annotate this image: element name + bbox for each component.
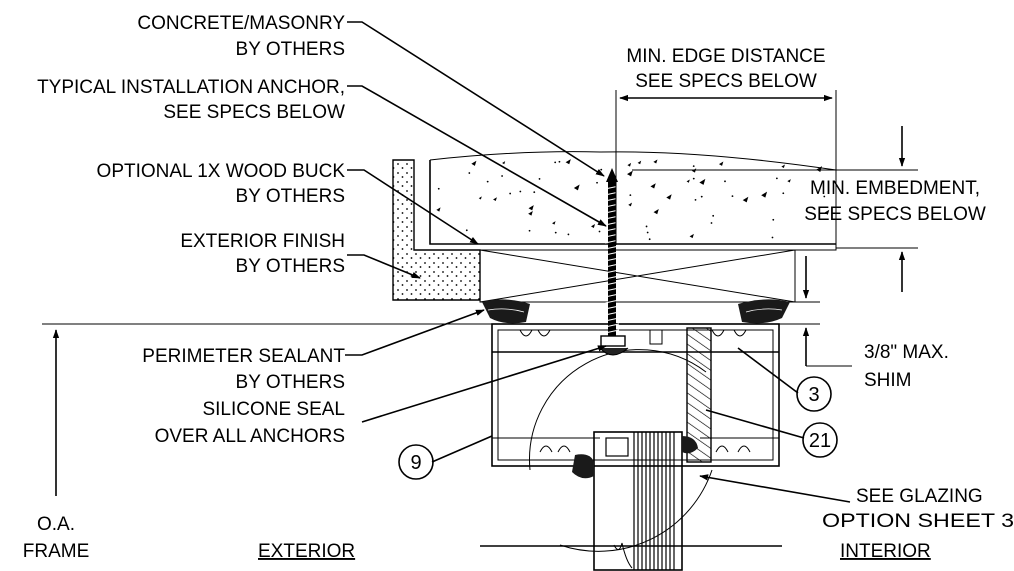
concrete-masonry: [413, 151, 837, 251]
label-silicone-line1: SILICONE SEAL: [202, 399, 345, 420]
label-interior: INTERIOR: [840, 541, 931, 562]
callout-9-number: 9: [410, 452, 421, 474]
callout-3-number: 3: [808, 384, 819, 406]
anchor-screw: [599, 168, 629, 356]
label-buck-line1: OPTIONAL 1X WOOD BUCK: [97, 161, 346, 182]
callout-3: 3: [796, 376, 832, 412]
label-silicone-line2: OVER ALL ANCHORS: [155, 426, 345, 447]
leader-lines: [345, 21, 851, 503]
label-anchor-line2: SEE SPECS BELOW: [163, 102, 345, 123]
embedment-dimension: [632, 126, 918, 292]
label-shim-line2: SHIM: [864, 370, 912, 391]
label-embed-line2: SEE SPECS BELOW: [804, 204, 986, 225]
label-edge-line2: SEE SPECS BELOW: [635, 71, 817, 92]
callout-21: 21: [802, 422, 838, 458]
oa-frame-dimension: [42, 323, 492, 496]
label-sealant-line1: PERIMETER SEALANT: [142, 346, 345, 367]
shim-dimension: [779, 256, 852, 367]
perimeter-sealant: [482, 299, 790, 324]
label-embed-line1: MIN. EMBEDMENT,: [810, 178, 980, 199]
label-exterior: EXTERIOR: [258, 541, 355, 562]
label-oa-line2: FRAME: [23, 541, 90, 562]
label-anchor-line1: TYPICAL INSTALLATION ANCHOR,: [37, 77, 345, 98]
label-glazing-line2: OPTION SHEET 3: [822, 511, 1014, 532]
label-glazing-line1: SEE GLAZING: [856, 486, 983, 507]
label-finish-line2: BY OTHERS: [236, 256, 345, 277]
label-buck-line2: BY OTHERS: [236, 186, 345, 207]
wood-buck: [479, 249, 796, 303]
label-oa-line1: O.A.: [37, 514, 75, 535]
label-concrete-line2: BY OTHERS: [236, 39, 345, 60]
label-sealant-line2: BY OTHERS: [236, 372, 345, 393]
callout-9: 9: [398, 444, 434, 480]
label-edge-line1: MIN. EDGE DISTANCE: [626, 46, 825, 67]
label-concrete-line1: CONCRETE/MASONRY: [137, 13, 345, 34]
glazing-unit: [572, 431, 698, 571]
label-shim-line1: 3/8" MAX.: [864, 342, 949, 363]
label-finish-line1: EXTERIOR FINISH: [180, 231, 345, 252]
edge-distance-dimension: [615, 90, 837, 245]
callout-21-number: 21: [809, 430, 831, 452]
frame-extrusion: [491, 323, 780, 552]
concrete-aggregate: [436, 159, 830, 241]
